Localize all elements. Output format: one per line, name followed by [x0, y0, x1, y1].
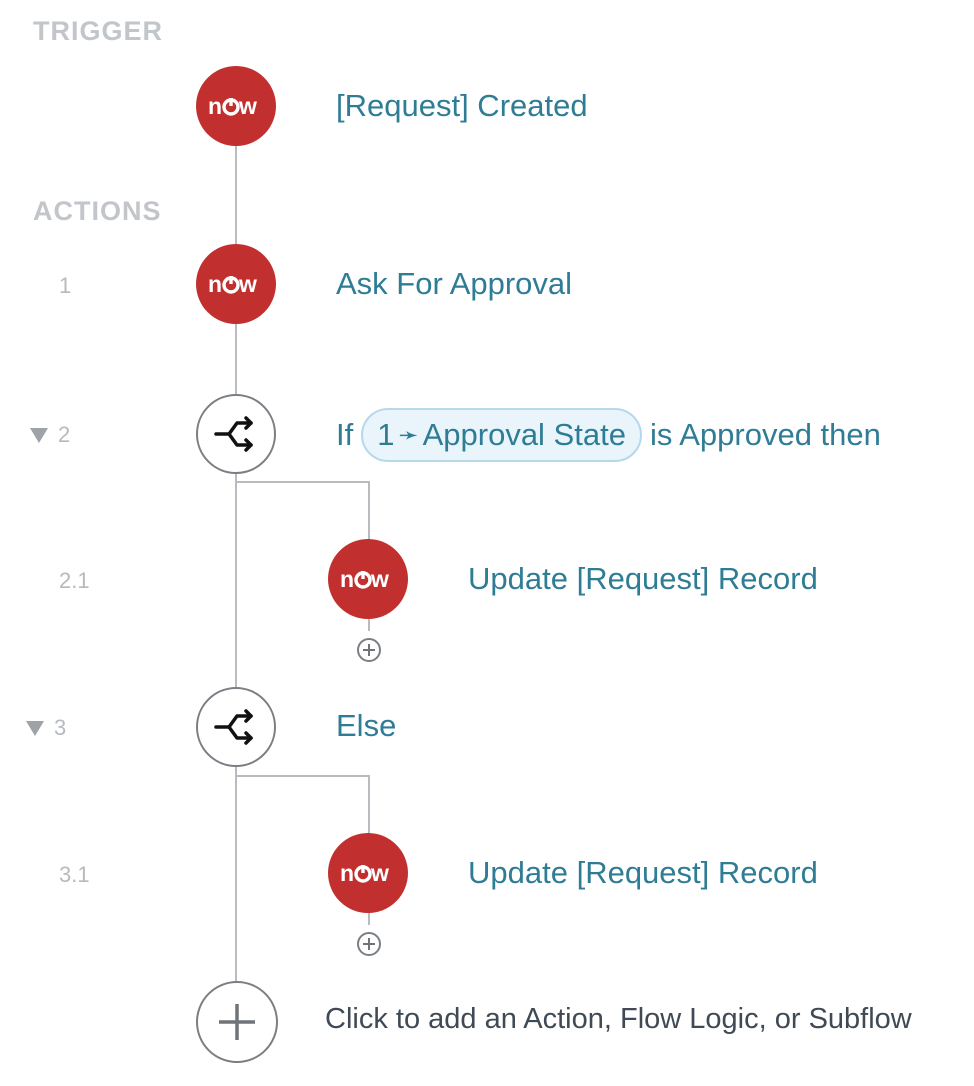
add-step-3-1-button[interactable]: [357, 932, 381, 956]
actions-section-label: ACTIONS: [33, 196, 162, 226]
svg-text:n: n: [208, 93, 222, 119]
flow-logic-icon: [214, 709, 253, 745]
pill-field-name: Approval State: [422, 417, 626, 452]
step-number-1: 1: [59, 273, 72, 298]
condition-suffix: is Approved then: [649, 417, 881, 452]
step-2-node[interactable]: [196, 394, 276, 474]
svg-text:n: n: [208, 271, 222, 297]
step-number-3-1: 3.1: [59, 862, 90, 887]
collapse-caret-icon[interactable]: [26, 720, 44, 736]
step-number-3-text: 3: [54, 715, 67, 740]
plus-icon: [219, 1004, 255, 1040]
svg-text:n: n: [340, 566, 354, 592]
add-step-2-1-button[interactable]: [357, 638, 381, 662]
svg-text:w: w: [238, 93, 257, 119]
step-number-2[interactable]: 2: [30, 422, 70, 448]
trigger-label[interactable]: [Request] Created: [336, 88, 588, 123]
pill-step-ref: 1: [377, 417, 395, 452]
svg-text:n: n: [340, 860, 354, 886]
trigger-section-label: TRIGGER: [33, 16, 164, 46]
step-1-node[interactable]: n w: [196, 244, 276, 324]
data-pill-approval-state[interactable]: 1 ➛ Approval State: [361, 408, 642, 462]
connector-branch-3: [237, 775, 370, 777]
step-2-label[interactable]: If 1 ➛ Approval State is Approved then: [336, 407, 881, 463]
step-number-2-text: 2: [58, 422, 71, 447]
step-3-1-node[interactable]: n w: [328, 833, 408, 913]
step-3-node[interactable]: [196, 687, 276, 767]
step-2-1-node[interactable]: n w: [328, 539, 408, 619]
servicenow-logo-icon: n w: [340, 566, 389, 592]
svg-text:w: w: [370, 860, 389, 886]
step-2-1-label[interactable]: Update [Request] Record: [468, 561, 818, 596]
if-keyword: If: [336, 417, 354, 452]
step-number-2-1: 2.1: [59, 568, 90, 593]
step-number-3[interactable]: 3: [26, 715, 66, 741]
trigger-node[interactable]: n w: [196, 66, 276, 146]
step-3-1-label[interactable]: Update [Request] Record: [468, 855, 818, 890]
collapse-caret-icon[interactable]: [30, 427, 48, 443]
step-1-label[interactable]: Ask For Approval: [336, 266, 573, 301]
plus-icon: [363, 644, 375, 656]
pill-arrow-icon: ➛: [398, 421, 419, 449]
plus-icon: [363, 938, 375, 950]
add-action-prompt[interactable]: Click to add an Action, Flow Logic, or S…: [325, 1003, 912, 1035]
servicenow-logo-icon: n w: [208, 271, 257, 297]
servicenow-logo-icon: n w: [340, 860, 389, 886]
add-action-button[interactable]: [196, 981, 278, 1063]
svg-text:w: w: [238, 271, 257, 297]
connector-branch-2: [237, 481, 370, 483]
connector-main: [235, 140, 237, 986]
flow-logic-icon: [214, 416, 253, 452]
step-3-label[interactable]: Else: [336, 708, 397, 743]
servicenow-logo-icon: n w: [208, 93, 257, 119]
svg-text:w: w: [370, 566, 389, 592]
